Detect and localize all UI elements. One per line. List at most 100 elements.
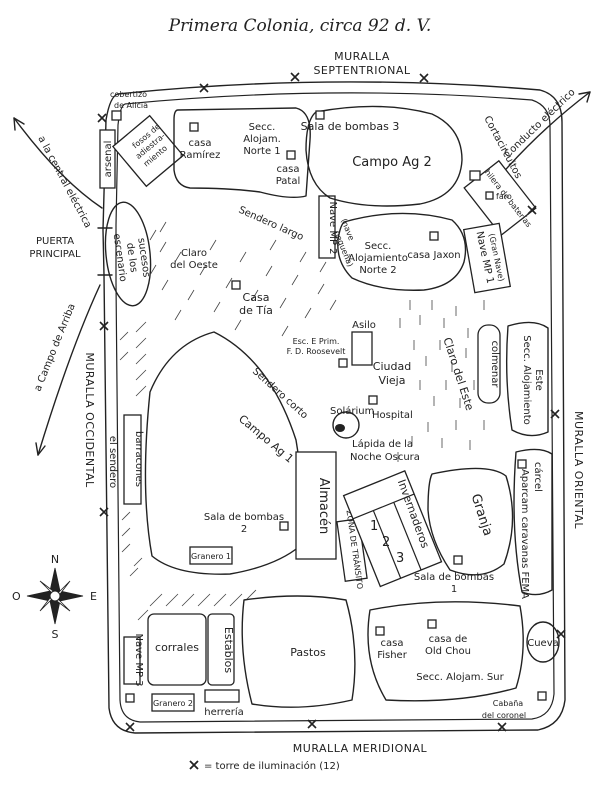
gate-label-2: PRINCIPAL bbox=[29, 249, 81, 260]
compass-rose: N S E O bbox=[12, 553, 97, 641]
casa-tia-label-2: de Tía bbox=[239, 304, 273, 317]
tower-icon bbox=[307, 719, 317, 729]
lapida-marker bbox=[335, 424, 345, 432]
granero2-label: Granero 2 bbox=[153, 699, 193, 708]
faro-label: faro bbox=[496, 192, 512, 201]
casa-fisher-label-2: Fisher bbox=[377, 650, 408, 661]
casa-tia-building bbox=[231, 280, 241, 290]
escenario-label-1: escenario bbox=[111, 233, 129, 283]
sala-bombas1-label-1: Sala de bombas bbox=[414, 572, 494, 583]
battery-row bbox=[463, 159, 537, 237]
granero2-building bbox=[151, 693, 195, 712]
granja-label: Granja bbox=[468, 492, 496, 538]
tower-icon bbox=[125, 722, 135, 732]
outer-wall-outer bbox=[102, 81, 566, 734]
pastos-label: Pastos bbox=[290, 646, 326, 659]
sala-bombas1-label-2: 1 bbox=[451, 584, 457, 595]
invernadero-divider-1 bbox=[372, 510, 402, 579]
escenario-label-3: sucesos bbox=[135, 237, 151, 278]
campo-ag2-label: Campo Ag 2 bbox=[352, 155, 432, 170]
cabana-label-1: Cabaña bbox=[493, 699, 524, 708]
arrowhead-conduit bbox=[578, 91, 591, 103]
almacen-label: Almacén bbox=[316, 478, 331, 535]
herreria-label: herrería bbox=[204, 706, 244, 718]
tower-icon bbox=[556, 629, 566, 639]
hospital-label: Hospital bbox=[372, 410, 413, 421]
cobertizo-label-1: cobertizo bbox=[110, 90, 147, 99]
escuela-label-2: F. D. Roosevelt bbox=[287, 347, 346, 356]
cabana-label-2: del coronel bbox=[482, 711, 526, 720]
legend-label: = torre de iluminación (12) bbox=[204, 760, 340, 772]
almacen-building bbox=[295, 451, 337, 560]
cobertizo-building bbox=[111, 110, 122, 121]
establos-label: Establos bbox=[222, 627, 235, 674]
campo-ag1-label: Campo Ag 1 bbox=[236, 412, 296, 465]
light-towers bbox=[97, 72, 566, 732]
sendero-largo-label: Sendero largo bbox=[237, 205, 305, 243]
sendero-corto-label: Sendero corto bbox=[250, 366, 310, 421]
claro-oeste-label-2: del Oeste bbox=[170, 260, 218, 271]
arrowhead-campo bbox=[35, 442, 46, 456]
casa-patal-label-2: Patal bbox=[276, 176, 301, 187]
invernadero-divider-top bbox=[352, 493, 415, 520]
outer-wall-inner bbox=[115, 92, 555, 723]
solarium-circle bbox=[332, 411, 360, 439]
cortacircuitos-box bbox=[469, 170, 481, 181]
invernadero-2-label: 2 bbox=[382, 535, 390, 550]
granero1-building bbox=[189, 546, 233, 565]
tower-icon bbox=[97, 113, 107, 123]
legend-tower-icon bbox=[189, 760, 199, 770]
secc-sur-area bbox=[367, 601, 524, 702]
cueva-area bbox=[526, 621, 560, 663]
tower-icon bbox=[99, 321, 109, 331]
to-power-label: a la central eléctrica bbox=[35, 134, 94, 230]
sala-bombas1-building bbox=[453, 555, 463, 565]
el-sendero-label: el sendero bbox=[107, 436, 118, 488]
secc-norte1-label-2: Alojam. bbox=[243, 134, 281, 145]
shed-building bbox=[125, 693, 135, 703]
nave-mp3-building bbox=[123, 636, 141, 685]
secc-este-label-1: Secc. Alojamiento bbox=[521, 335, 532, 425]
sala-bombas2-label-2: 2 bbox=[241, 524, 247, 535]
casa-fisher-label-1: casa bbox=[381, 638, 404, 649]
herreria-building bbox=[204, 689, 240, 703]
claro-este-hatch bbox=[397, 300, 489, 462]
casa-ramirez-label-2: Ramírez bbox=[180, 149, 221, 161]
escuela-building bbox=[338, 358, 348, 368]
hospital-building bbox=[368, 395, 378, 405]
corrales-area bbox=[147, 613, 207, 686]
secc-norte1-area bbox=[173, 107, 311, 199]
compass-e: E bbox=[90, 590, 97, 603]
ciudad-vieja-label-1: Ciudad bbox=[373, 360, 411, 373]
compass-s: S bbox=[52, 628, 59, 641]
compass-o: O bbox=[12, 590, 21, 603]
carcel-building bbox=[517, 459, 527, 469]
casa-tia-label-1: Casa bbox=[243, 291, 270, 304]
arsenal-building bbox=[99, 129, 116, 189]
escenario-label-2: de los bbox=[124, 242, 139, 273]
claro-oeste-label-1: Claro bbox=[181, 248, 207, 259]
secc-norte2-label-2: Alojamiento bbox=[348, 253, 408, 264]
tower-icon bbox=[290, 72, 300, 82]
west-wall-label: MURALLA OCCIDENTAL bbox=[83, 352, 96, 488]
escuela-label-1: Esc. E Prim. bbox=[293, 337, 340, 346]
establos-building bbox=[207, 613, 235, 686]
secc-norte2-label-3: Norte 2 bbox=[359, 265, 396, 276]
casa-oldchou-building bbox=[427, 619, 437, 629]
aparcamiento-label: Aparcam caravanas FEMA bbox=[519, 469, 530, 599]
lapida-label-2: Noche Oscura bbox=[350, 452, 420, 463]
faro-building bbox=[485, 191, 494, 200]
invernaderos-block bbox=[342, 470, 443, 588]
ciudad-vieja-label-2: Vieja bbox=[379, 374, 406, 387]
invernaderos-group bbox=[342, 470, 443, 588]
casa-ramirez-label-1: casa bbox=[189, 138, 212, 149]
secc-norte2-area bbox=[337, 212, 467, 291]
pastos-area bbox=[241, 595, 356, 708]
granero1-label: Granero 1 bbox=[191, 552, 231, 561]
compass-n: N bbox=[51, 553, 59, 566]
casa-jaxon-label: casa Jaxon bbox=[407, 250, 460, 261]
secc-norte1-label-1: Secc. bbox=[249, 122, 276, 133]
arrowhead-power bbox=[13, 117, 25, 131]
secc-este-area bbox=[505, 321, 549, 437]
tower-icon bbox=[99, 507, 109, 517]
